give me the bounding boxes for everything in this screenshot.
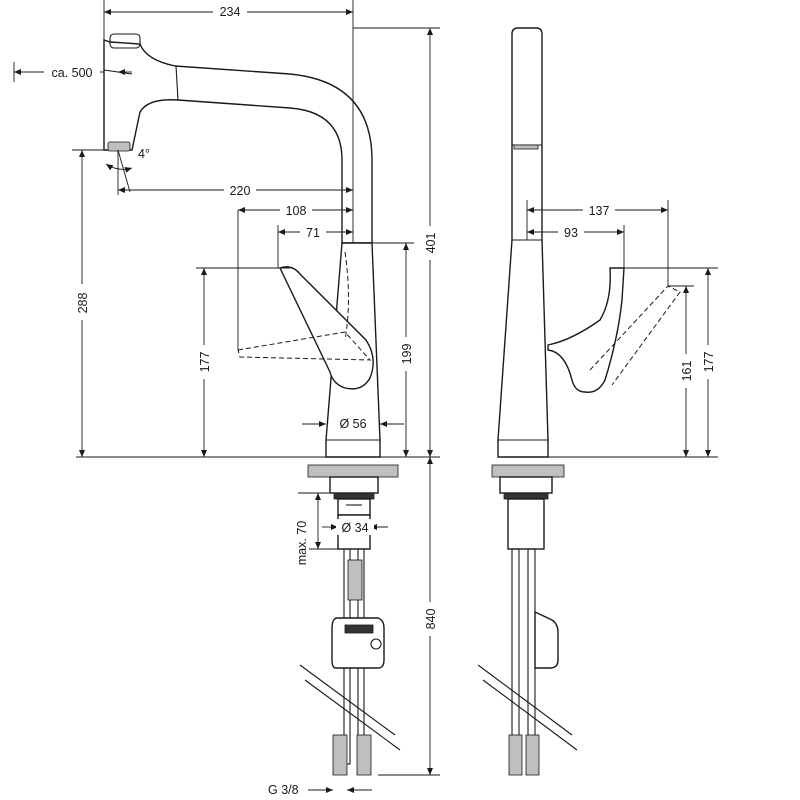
dim-label-93: 93 — [564, 226, 578, 240]
dim-label-199: 199 — [400, 344, 414, 365]
dim-label-g38: G 3/8 — [268, 783, 299, 797]
side-flange — [499, 476, 553, 494]
side-shank — [507, 498, 545, 550]
side-nozzle — [513, 144, 539, 150]
hose-fitting-left — [332, 734, 348, 776]
spray-head-top — [109, 33, 141, 49]
dim-label-234: 234 — [220, 5, 241, 19]
front-view — [76, 33, 440, 776]
side-column — [497, 27, 549, 458]
hose-connector — [347, 559, 363, 601]
dim-label-288: 288 — [76, 293, 90, 314]
side-hose-left — [511, 548, 520, 765]
side-lever-rotated — [589, 285, 681, 386]
dim-label-840: 840 — [424, 609, 438, 630]
dim-label-177-right: 177 — [702, 352, 716, 373]
dim-label-161: 161 — [680, 361, 694, 382]
mount-ring — [333, 492, 375, 500]
mount-nut — [337, 498, 371, 516]
side-section-line-2 — [482, 679, 578, 751]
dim-label-71: 71 — [306, 226, 320, 240]
dimension-labels: 234 ca. 500 4° 220 108 71 288 177 199 40… — [44, 3, 716, 797]
hose-fitting-right — [356, 734, 372, 776]
hose-weight-band — [344, 624, 374, 634]
dim-label-108: 108 — [286, 204, 307, 218]
lever-swing-path — [344, 251, 349, 341]
counter-section-line-2 — [304, 679, 401, 751]
lever-handle — [279, 266, 374, 390]
hose-weight-knob — [370, 638, 382, 650]
dim-label-max70: max. 70 — [295, 521, 309, 566]
escutcheon-plate — [307, 464, 399, 478]
dim-label-401: 401 — [424, 233, 438, 254]
dim-label-dia56: Ø 56 — [339, 417, 366, 431]
dim-label-angle: 4° — [138, 147, 150, 161]
side-fitting-left — [508, 734, 523, 776]
dim-label-137: 137 — [589, 204, 610, 218]
dim-label-dia34: Ø 34 — [341, 521, 368, 535]
side-escutcheon — [491, 464, 565, 478]
side-view — [477, 27, 718, 776]
dim-label-ca500: ca. 500 — [51, 66, 92, 80]
spray-nozzle — [107, 141, 131, 152]
counter-section-line-1 — [299, 664, 396, 736]
side-fitting-right — [525, 734, 540, 776]
side-lever — [547, 267, 625, 393]
side-ring — [503, 492, 549, 500]
side-hose-right — [527, 548, 536, 765]
spout-joint-line — [175, 65, 179, 101]
mount-flange — [329, 476, 379, 494]
side-hose-weight — [534, 610, 559, 669]
dim-label-177-left: 177 — [198, 352, 212, 373]
dim-label-220: 220 — [230, 184, 251, 198]
side-section-line-1 — [477, 664, 573, 736]
lever-rotated-outline — [237, 331, 372, 361]
